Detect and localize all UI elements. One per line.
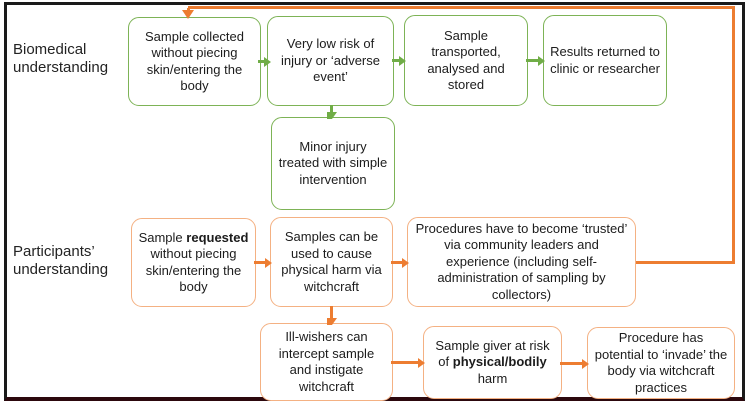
box-sample-requested: Sample requested without piecing skin/en…	[131, 218, 256, 307]
arrow-illwishers-to-giver	[391, 357, 425, 368]
box-low-risk-text: Very low risk of injury or ‘adverse even…	[281, 36, 380, 85]
box-sample-collected: Sample collected without piecing skin/en…	[128, 17, 261, 106]
arrow-witchcraft-to-trusted	[391, 257, 409, 268]
box-sample-transported-text: Sample transported, analysed and stored	[427, 27, 505, 93]
arrow-risk-to-transported	[392, 55, 406, 66]
loop-segment-top	[188, 6, 735, 9]
box-ill-wishers-text: Ill-wishers can intercept sample and ins…	[278, 329, 375, 394]
arrow-transported-to-results	[526, 55, 545, 66]
box-invade-body-text: Procedure has potential to ‘invade’ the …	[594, 330, 728, 395]
box-invade-body: Procedure has potential to ‘invade’ the …	[587, 327, 735, 399]
box-minor-injury-text: Minor injury treated with simple interve…	[278, 138, 388, 187]
row-label-biomedical: Biomedical understanding	[13, 41, 109, 77]
box-minor-injury: Minor injury treated with simple interve…	[271, 117, 395, 210]
arrow-witchcraft-to-illwishers	[326, 306, 337, 325]
row-label-participants: Participants’ understanding	[13, 243, 109, 279]
box-sample-requested-text: Sample requested without piecing skin/en…	[138, 229, 249, 295]
box-witchcraft-harm: Samples can be used to cause physical ha…	[270, 217, 393, 307]
arrow-risk-to-minor-injury	[326, 105, 337, 119]
box-sample-collected-text: Sample collected without piecing skin/en…	[145, 28, 244, 94]
loop-arrowhead-down	[182, 10, 194, 19]
loop-segment-right	[636, 261, 735, 264]
box-witchcraft-harm-text: Samples can be used to cause physical ha…	[281, 229, 382, 294]
loop-segment-vertical	[732, 6, 735, 264]
box-results-returned-text: Results returned to clinic or researcher	[550, 44, 660, 76]
box-procedures-trusted-text: Procedures have to become ‘trusted’ via …	[415, 220, 628, 302]
arrow-collected-to-risk	[258, 56, 271, 67]
arrow-giver-to-invade	[560, 358, 589, 369]
box-sample-transported: Sample transported, analysed and stored	[404, 15, 528, 106]
box-low-risk: Very low risk of injury or ‘adverse even…	[267, 16, 394, 106]
box-procedures-trusted: Procedures have to become ‘trusted’ via …	[407, 217, 636, 307]
arrow-requested-to-witchcraft	[254, 257, 272, 268]
box-results-returned: Results returned to clinic or researcher	[543, 15, 667, 106]
box-giver-risk-text: Sample giver at risk of physical/bodily …	[435, 337, 550, 386]
box-giver-risk: Sample giver at risk of physical/bodily …	[423, 326, 562, 399]
box-ill-wishers: Ill-wishers can intercept sample and ins…	[260, 323, 393, 401]
